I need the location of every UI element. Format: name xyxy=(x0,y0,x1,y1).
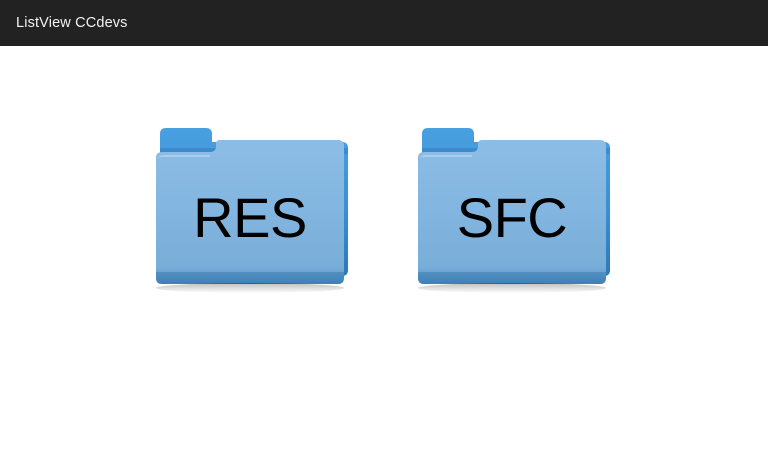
folder-bottom-rim xyxy=(418,272,606,284)
folder-front-panel xyxy=(156,140,344,284)
folder-drop-shadow xyxy=(418,283,606,293)
folder-drop-shadow xyxy=(156,283,344,293)
content-area: RES xyxy=(0,46,768,450)
list-item[interactable]: SFC xyxy=(412,120,612,300)
title-bar: ListView CCdevs xyxy=(0,0,768,46)
folder-list: RES xyxy=(0,46,768,450)
folder-icon xyxy=(150,120,350,300)
folder-bottom-rim xyxy=(156,272,344,284)
folder-highlight xyxy=(158,155,210,160)
list-item[interactable]: RES xyxy=(150,120,350,300)
folder-front-panel xyxy=(418,140,606,284)
folder-icon xyxy=(412,120,612,300)
folder-highlight xyxy=(420,155,472,160)
app-title: ListView CCdevs xyxy=(16,14,128,31)
